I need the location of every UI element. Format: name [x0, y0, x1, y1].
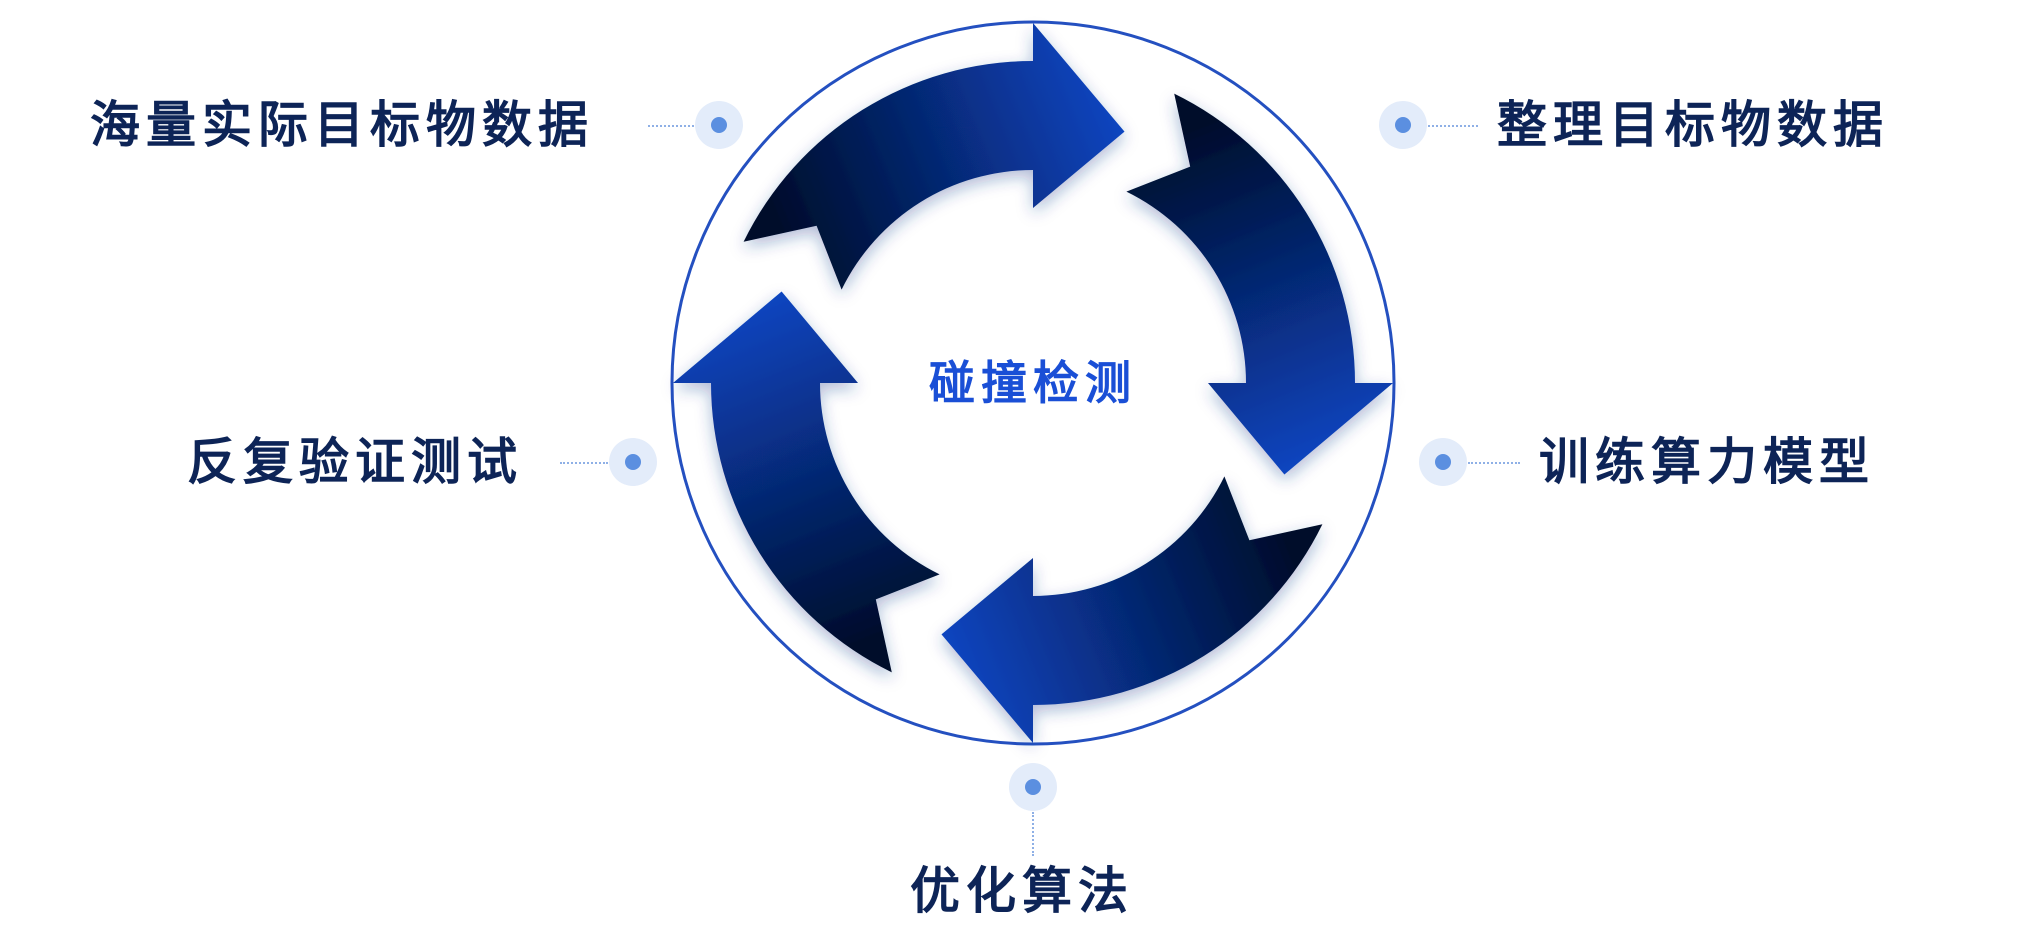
connector-line: [648, 125, 694, 127]
cycle-arrow: [1126, 93, 1393, 475]
center-label: 碰撞检测: [929, 356, 1137, 410]
connector-line: [560, 462, 608, 464]
outer-ring: [670, 20, 1396, 746]
step-marker-dot: [695, 101, 743, 149]
cycle-arrow: [673, 291, 940, 673]
connector-line: [1428, 125, 1478, 127]
cycle-arrow: [743, 23, 1125, 290]
step-marker-dot: [1379, 101, 1427, 149]
connector-line: [1468, 462, 1520, 464]
step-marker-dot: [609, 438, 657, 486]
step-label-train-model: 训练算力模型: [1539, 433, 1875, 491]
step-marker-dot: [1419, 438, 1467, 486]
step-label-organize-data: 整理目标物数据: [1497, 96, 1889, 154]
step-label-verify-test: 反复验证测试: [187, 433, 523, 491]
cycle-arrow: [941, 476, 1323, 743]
connector-line: [1032, 812, 1034, 856]
step-label-massive-data: 海量实际目标物数据: [90, 96, 594, 154]
step-marker-dot: [1009, 763, 1057, 811]
step-label-optimize-algorithm: 优化算法: [910, 862, 1134, 920]
